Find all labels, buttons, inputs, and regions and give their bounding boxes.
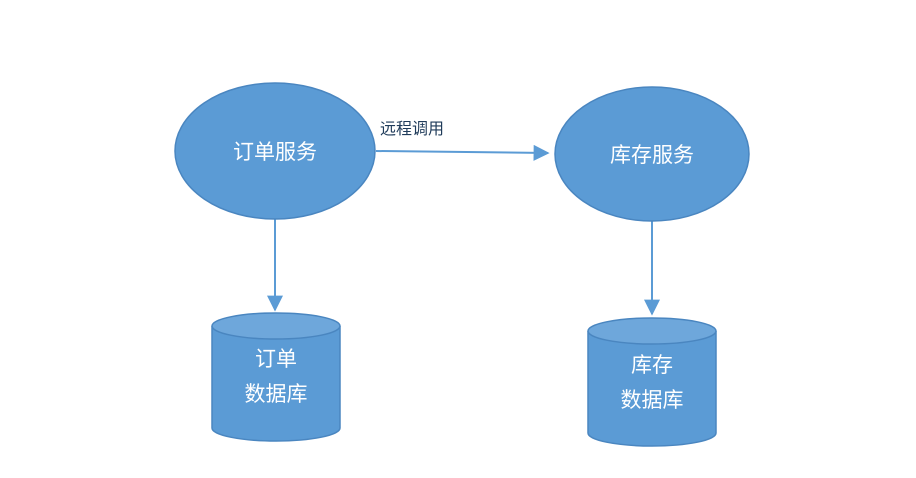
node-order-db-label-line1: 订单 (255, 347, 297, 371)
edge-remote-call-label: 远程调用 (380, 119, 444, 138)
node-inventory-db-label-line1: 库存 (631, 353, 673, 377)
node-order-db[interactable]: 订单 数据库 (211, 312, 341, 442)
node-order-service[interactable]: 订单服务 (174, 82, 376, 220)
node-inventory-service[interactable]: 库存服务 (554, 86, 750, 222)
node-inventory-service-label: 库存服务 (610, 143, 694, 167)
node-inventory-db-label-line2: 数据库 (621, 388, 684, 412)
node-order-service-label: 订单服务 (233, 140, 317, 164)
edge-remote-call (375, 144, 550, 161)
node-order-db-label-line2: 数据库 (245, 382, 308, 406)
node-inventory-db[interactable]: 库存 数据库 (587, 317, 717, 447)
